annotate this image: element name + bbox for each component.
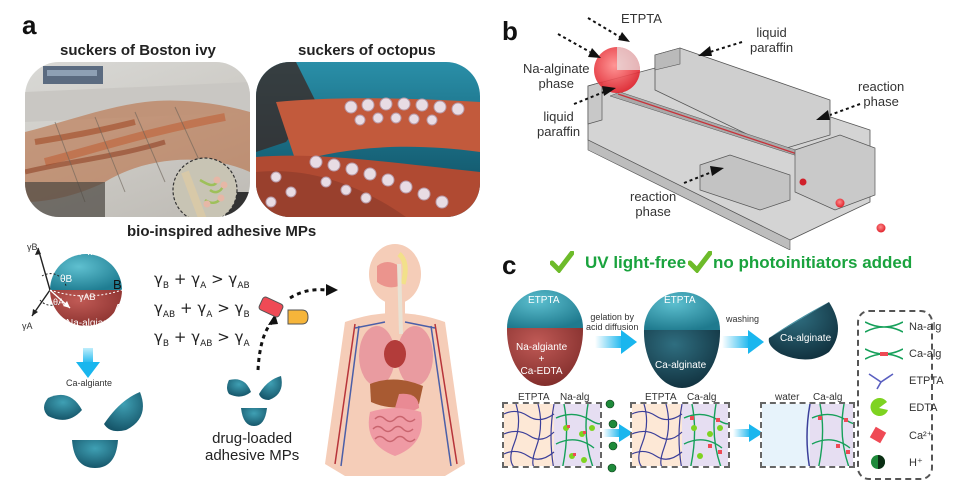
output-droplet-1 — [835, 198, 845, 208]
schematic1-left-label: ETPTA — [518, 392, 550, 403]
panel-c-label: c — [502, 250, 517, 280]
schematic-2 — [630, 402, 730, 468]
proton-diffusion-icons — [605, 399, 618, 473]
step3-ca-alginate-label: Ca-alginate — [780, 333, 832, 344]
step2-etpta-label: ETPTA — [664, 295, 696, 306]
schematic2-left-label: ETPTA — [645, 392, 677, 403]
microfluidic-device-diagram — [557, 17, 886, 250]
panel-a-label: a — [22, 10, 37, 40]
etpta-hemisphere — [50, 254, 122, 290]
calcium-ion-icon — [869, 426, 887, 444]
na-alginate-label: Na-algiante — [66, 318, 118, 329]
ca-alginate-shells — [44, 392, 143, 468]
step2-ca-alginate-label: Ca-alginate — [655, 360, 707, 371]
down-arrow-icon — [76, 348, 100, 378]
edta-icon — [870, 398, 888, 416]
equation-2: γAB + γA > γB — [154, 299, 250, 320]
right-arrow-icon — [603, 424, 633, 442]
legend-item-h: H⁺ — [859, 449, 931, 477]
proton-icon — [871, 455, 885, 469]
washing-label: washing — [726, 314, 760, 324]
phase-b-label: B — [113, 277, 122, 292]
flow-channel — [617, 93, 816, 161]
schematic3-right-label: Ca-alg — [813, 392, 843, 403]
legend-item-ca: Ca²⁺ — [859, 422, 933, 450]
yellow-pill-icon — [287, 309, 309, 325]
shell-2 — [104, 392, 143, 432]
octopus-illustration — [256, 62, 480, 217]
right-arrow-icon — [733, 424, 763, 442]
theta-a-label: θA — [53, 297, 65, 307]
equation-3: γB + γAB > γA — [154, 328, 250, 349]
schematic-3 — [760, 402, 855, 468]
step3-shell — [768, 302, 838, 360]
phase-a-label: A — [114, 301, 123, 316]
feature-no-photoinitiators: no photoinitiators added — [713, 253, 913, 272]
boston-ivy-title: suckers of Boston ivy — [60, 42, 216, 59]
legend-item-edta: EDTA — [859, 395, 938, 423]
checkmark-icon — [688, 251, 712, 273]
legend: Na-alg Ca-alg ETPTA EDTA Ca²⁺ H⁺ — [857, 310, 944, 480]
legend-item-na-alg: Na-alg — [859, 314, 941, 342]
human-body-illustration — [325, 244, 465, 476]
red-pill-icon — [258, 296, 284, 318]
feature-uv-free: UV light-free — [585, 253, 687, 272]
na-alginate-hemisphere — [50, 290, 122, 326]
schematic1-right-label: Na-alg — [560, 392, 590, 403]
legend-item-ca-alg: Ca-alg — [859, 341, 941, 369]
theta-b-label: θB — [60, 274, 73, 285]
gamma-b-label: γB — [27, 242, 38, 252]
ca-alginate-label: Ca-algiante — [66, 378, 113, 388]
schematic2-right-label: Ca-alg — [687, 392, 717, 403]
bio-inspired-title: bio-inspired adhesive MPs — [127, 223, 317, 240]
drug-loaded-label: drug-loaded adhesive MPs — [205, 430, 300, 465]
shell-3 — [72, 440, 118, 468]
octopus-title: suckers of octopus — [298, 42, 436, 59]
etpta-chain-icon — [868, 373, 894, 390]
delivery-arrow-icon — [256, 284, 338, 371]
boston-ivy-photo — [25, 62, 250, 217]
octopus-photo — [256, 62, 480, 217]
schematic-1 — [502, 402, 602, 468]
boston-ivy-illustration — [25, 66, 250, 217]
etpta-droplet — [617, 47, 640, 70]
etpta-label: ETPTA — [66, 247, 98, 258]
panel-b-label: b — [502, 16, 518, 46]
schematic3-left-label: water — [775, 392, 800, 403]
right-arrow-icon — [595, 330, 637, 354]
shell-1 — [44, 394, 82, 420]
gamma-ab-label: γAB — [79, 292, 96, 302]
step1-etpta-label: ETPTA — [528, 295, 560, 306]
output-droplet-2 — [876, 223, 886, 233]
ca-alg-chain-icon — [865, 348, 903, 360]
drug-loaded-shells — [227, 376, 282, 426]
right-arrow-icon — [722, 330, 764, 354]
equation-1: γB + γA > γAB — [154, 270, 250, 291]
etpta-inlet-label: ETPTA — [621, 11, 662, 26]
step1-particle — [506, 290, 584, 386]
step1-bottom-label: Na-algiante+Ca-EDTA — [516, 342, 568, 377]
step2-particle — [643, 292, 721, 388]
janus-particle-diagram — [31, 247, 123, 326]
gamma-a-label: γA — [22, 321, 33, 331]
legend-item-etpta: ETPTA — [859, 368, 944, 396]
checkmark-icon — [550, 251, 574, 273]
na-alg-chain-icon — [865, 321, 903, 333]
